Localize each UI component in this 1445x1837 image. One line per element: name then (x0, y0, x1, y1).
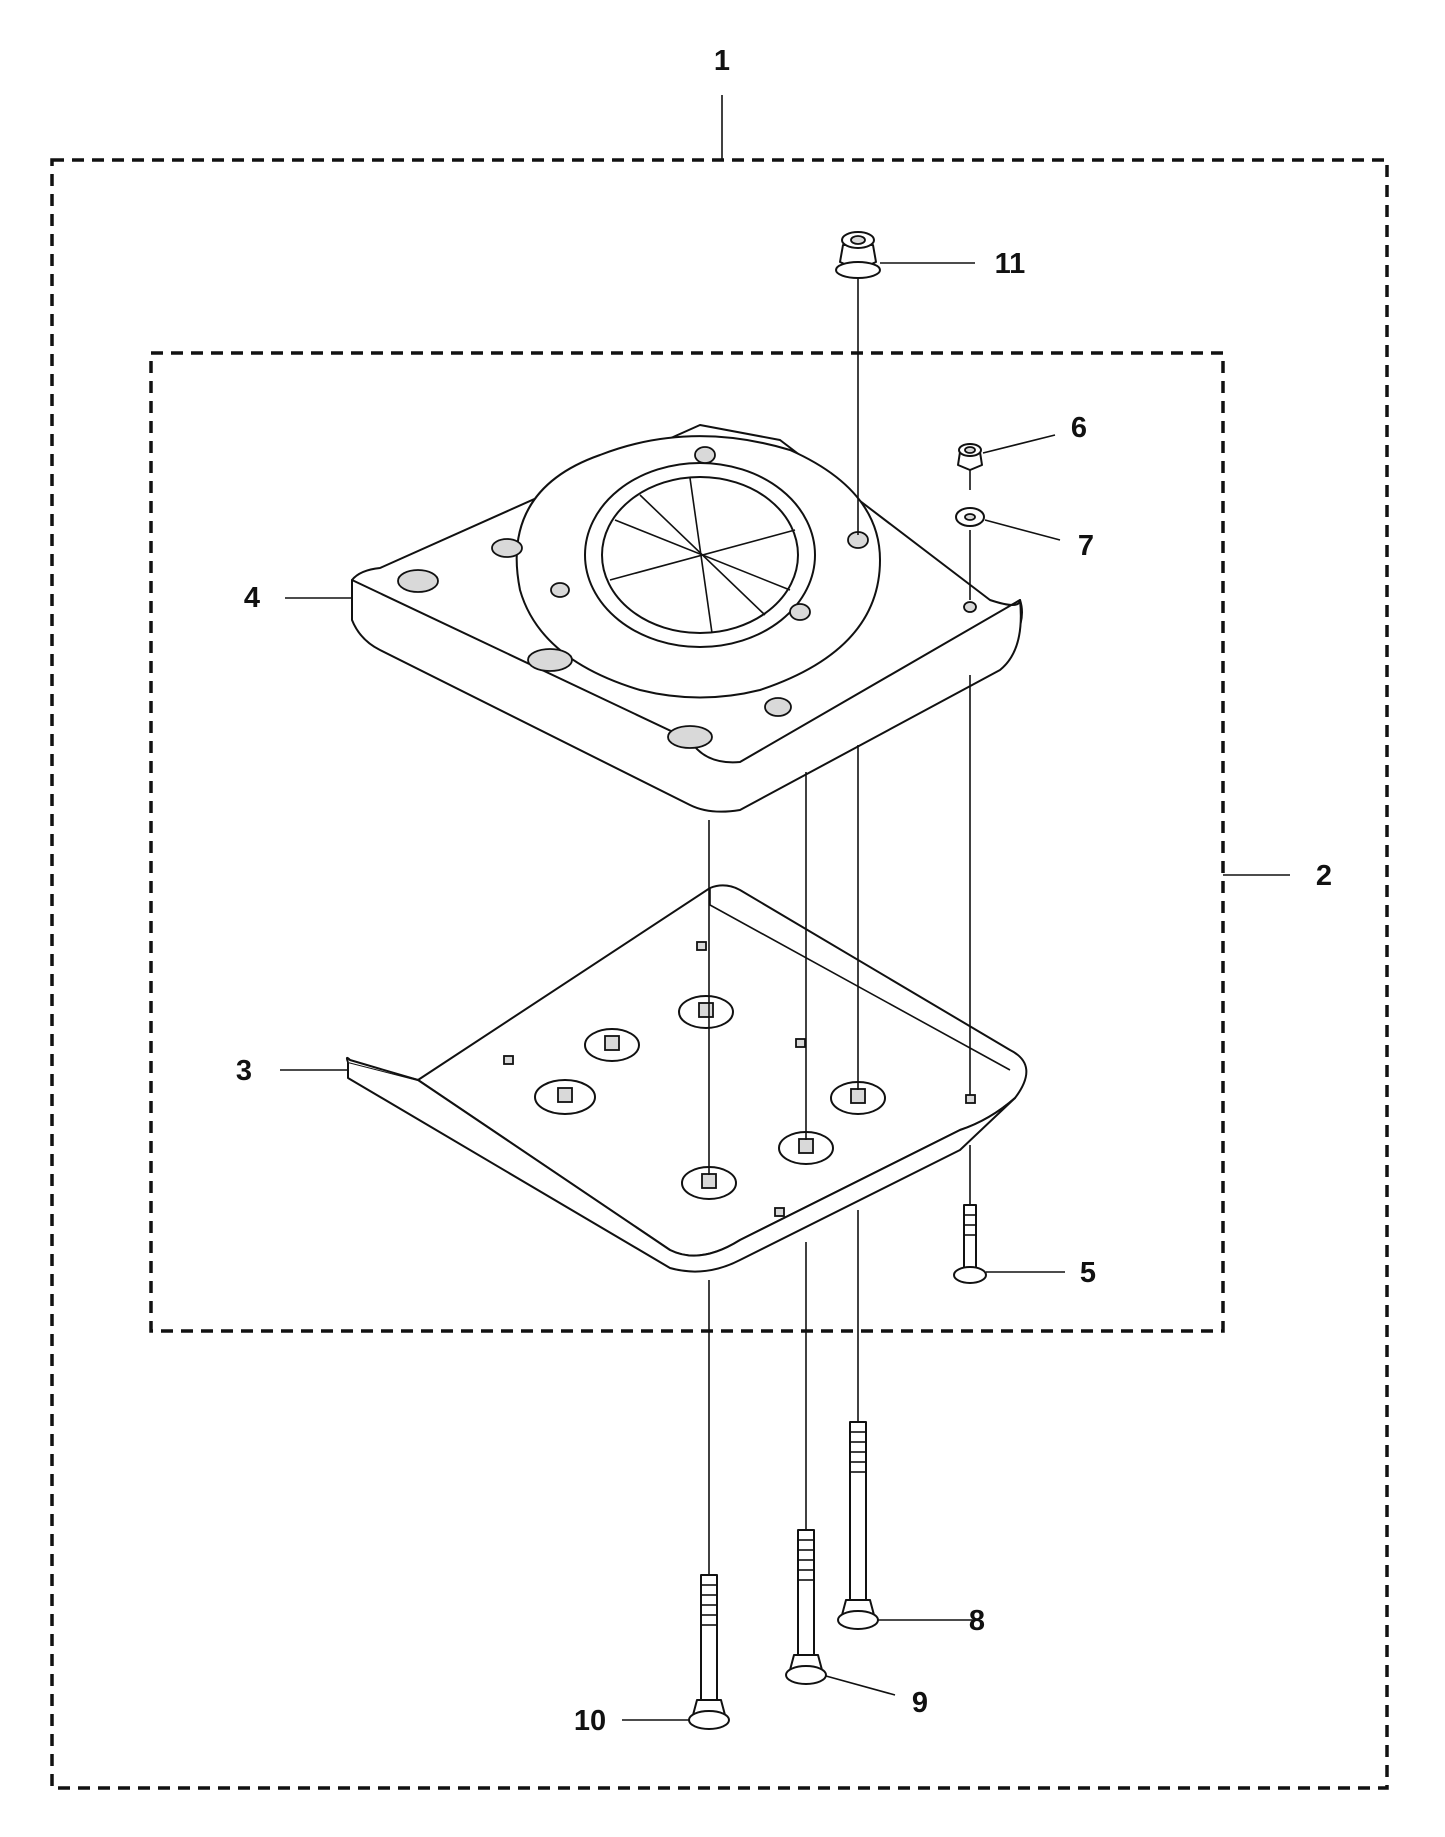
callout-8: 8 (969, 1605, 985, 1637)
washer-part-7 (955, 507, 985, 527)
leader-7 (984, 519, 1061, 541)
nut-part-6 (957, 443, 983, 471)
callout-1: 1 (714, 45, 730, 77)
callout-11: 11 (995, 248, 1026, 280)
leader-6 (982, 434, 1056, 454)
callout-5: 5 (1080, 1257, 1096, 1289)
skid-plate-part (345, 884, 1028, 1273)
nut-part-11 (835, 231, 881, 279)
callout-3: 3 (236, 1055, 252, 1087)
kit-boundary-outer (50, 158, 1389, 1790)
leader-9 (825, 1675, 896, 1696)
callout-7: 7 (1078, 530, 1094, 562)
assembly-boundary-inner (149, 351, 1225, 1333)
callout-6: 6 (1071, 412, 1087, 444)
callout-2: 2 (1316, 860, 1332, 892)
callout-4: 4 (244, 582, 260, 614)
callout-10: 10 (574, 1705, 606, 1737)
upper-pad-part (351, 424, 1023, 813)
bolt-part-10 (688, 1574, 730, 1730)
bolt-part-9 (785, 1529, 827, 1685)
bolt-part-5 (953, 1204, 987, 1284)
callout-9: 9 (912, 1687, 928, 1719)
bolt-part-8 (837, 1421, 879, 1630)
